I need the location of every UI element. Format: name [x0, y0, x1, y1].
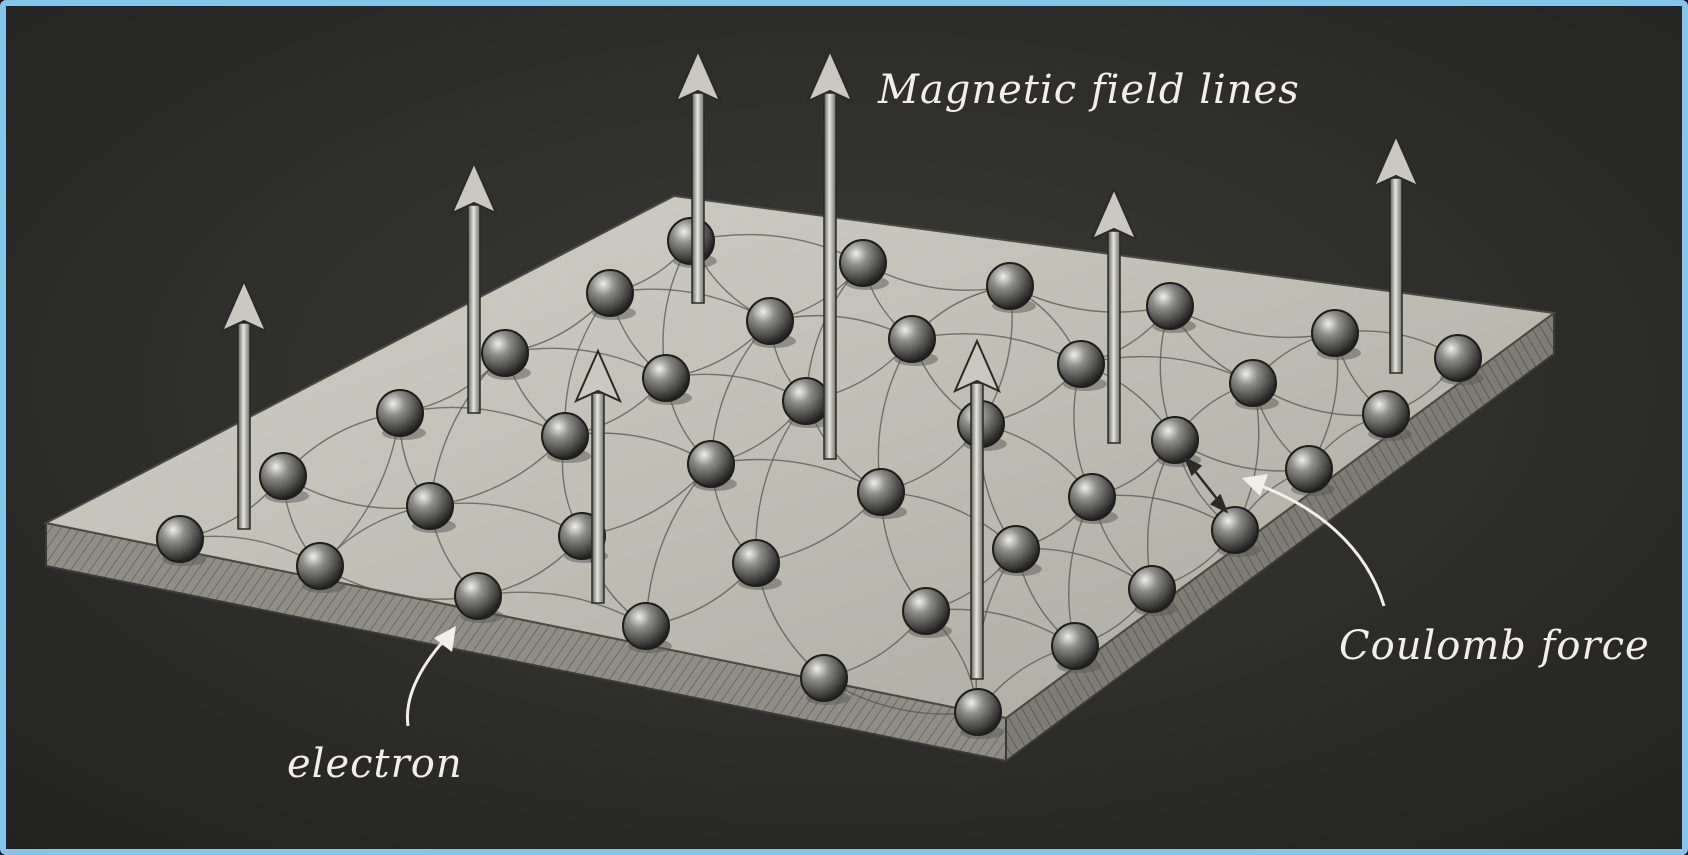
magnetic-field-lines: [220, 48, 1420, 680]
electron-icon: [954, 688, 1002, 736]
field-line-arrow-icon: [953, 338, 1001, 680]
coulomb-force-arrow: [1183, 456, 1229, 514]
electron-icon: [622, 602, 670, 650]
field-line-arrow-icon: [1372, 133, 1420, 374]
electron-icon: [1362, 390, 1410, 438]
coulomb-pointer-head-icon: [1242, 474, 1268, 496]
electron-icon: [746, 297, 794, 345]
electron-icon: [857, 468, 905, 516]
field-line-arrow-icon: [220, 278, 268, 530]
electron-lattice: [156, 217, 1484, 739]
electron-pointer-icon: [405, 637, 448, 727]
electron-icon: [1211, 506, 1259, 554]
field-line-arrow-icon: [450, 160, 498, 414]
electron-icon: [1229, 359, 1277, 407]
field-line-arrow-icon: [806, 48, 854, 460]
electron-icon: [1146, 282, 1194, 330]
electron-icon: [986, 262, 1034, 310]
electron-icon: [296, 542, 344, 590]
electron-icon: [902, 587, 950, 635]
electron-icon: [888, 315, 936, 363]
electron-icon: [1068, 473, 1116, 521]
electron-icon: [376, 389, 424, 437]
electron-icon: [406, 482, 454, 530]
field-line-arrow-icon: [1090, 186, 1138, 444]
electron-icon: [992, 525, 1040, 573]
coulomb-pointer-icon: [1255, 482, 1386, 607]
electron-pointer-head-icon: [434, 626, 456, 652]
diagram-illustration: Magnetic field lines Coulomb force elect…: [6, 6, 1682, 849]
label-magnetic-field-lines: Magnetic field lines: [877, 67, 1300, 113]
field-line-arrow-icon: [674, 48, 722, 304]
electron-icon: [1051, 622, 1099, 670]
field-line-arrow-icon: [574, 348, 622, 604]
electron-icon: [541, 412, 589, 460]
electron-icon: [259, 452, 307, 500]
label-electron: electron: [287, 741, 463, 787]
electron-icon: [667, 217, 715, 265]
electron-icon: [1151, 416, 1199, 464]
electron-icon: [156, 515, 204, 563]
electron-icon: [800, 654, 848, 702]
electron-icon: [642, 354, 690, 402]
electron-icon: [481, 329, 529, 377]
electron-icon: [839, 239, 887, 287]
electron-icon: [1311, 309, 1359, 357]
label-coulomb-force: Coulomb force: [1339, 623, 1650, 669]
electron-icon: [1057, 340, 1105, 388]
electron-icon: [732, 539, 780, 587]
electron-icon: [586, 269, 634, 317]
electron-icon: [687, 440, 735, 488]
electron-icon: [1434, 334, 1482, 382]
electron-icon: [1285, 445, 1333, 493]
electron-icon: [782, 377, 830, 425]
electron-icon: [1128, 565, 1176, 613]
electron-icon: [454, 572, 502, 620]
